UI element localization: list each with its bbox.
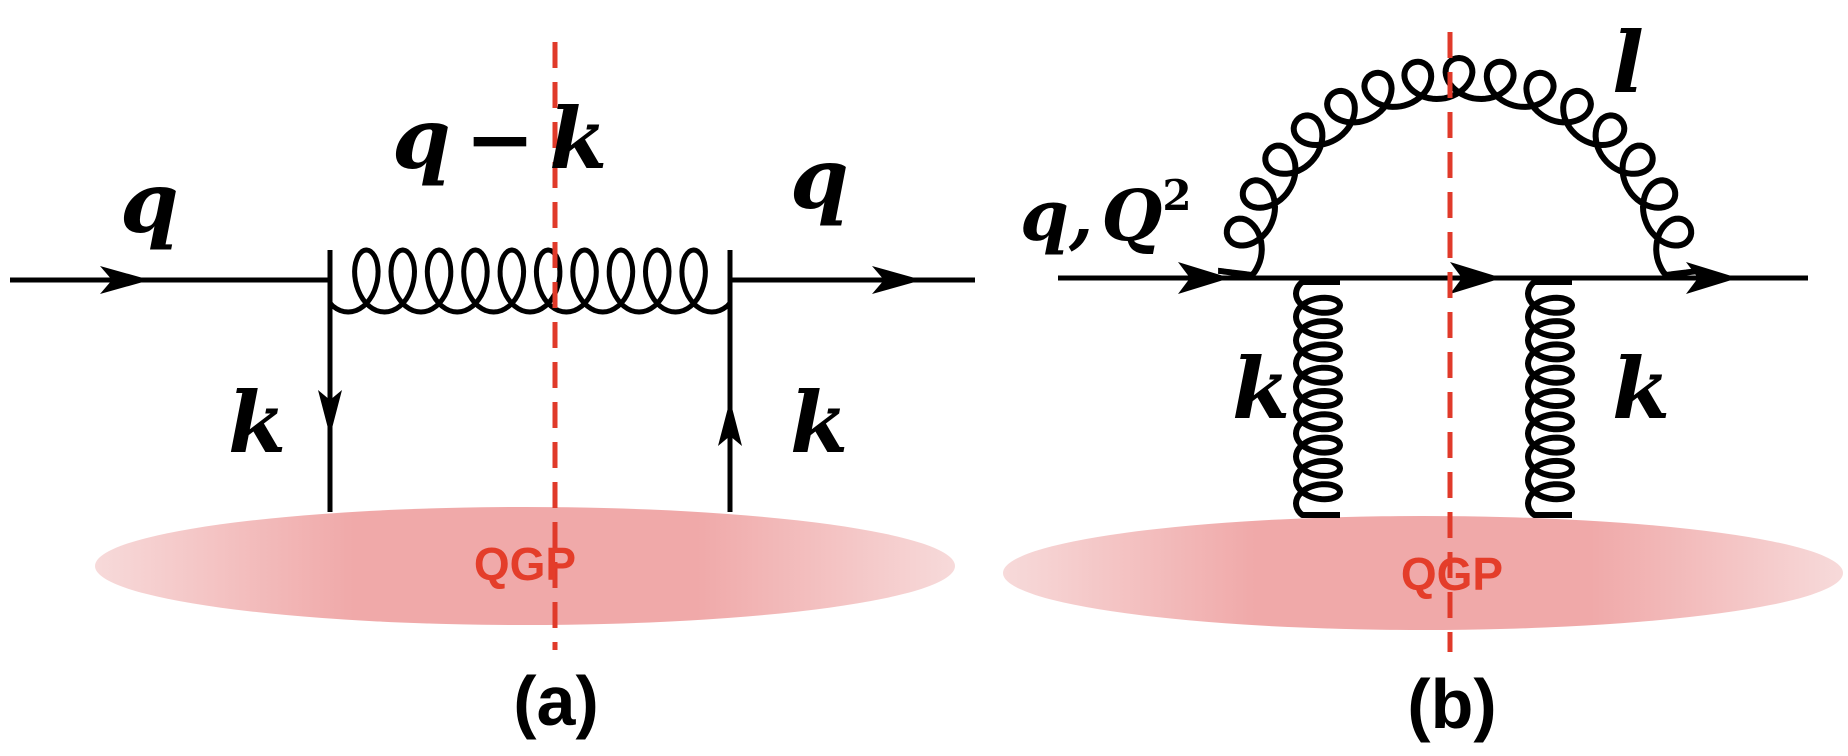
panel-b: q,Q2 l k k QGP (b) xyxy=(1003,13,1843,743)
panel-a: q q−k q k k QGP (a) xyxy=(10,42,975,740)
right-exchange-gluon-b xyxy=(1525,279,1575,518)
left-exchange-label-a: k xyxy=(228,373,286,472)
incoming-label-a: q xyxy=(120,153,179,252)
qgp-blob-a xyxy=(95,507,955,625)
outgoing-label-a: q xyxy=(790,129,849,228)
left-exchange-arrow-a xyxy=(318,390,342,436)
incoming-arrow-b xyxy=(1178,262,1230,294)
gluon-label-a: q−k xyxy=(392,89,607,188)
incoming-label-b-exp: 2 xyxy=(1162,171,1191,220)
middle-arrow-b xyxy=(1450,262,1502,294)
caption-b: (b) xyxy=(1407,665,1496,743)
left-exchange-label-b: k xyxy=(1232,339,1290,438)
qgp-blob-b xyxy=(1003,516,1843,630)
incoming-arrow-a xyxy=(100,266,150,294)
gluon-label-a-q: q xyxy=(392,89,451,188)
gluon-line-a xyxy=(327,247,733,315)
incoming-label-b-q: q, xyxy=(1020,174,1093,257)
caption-a: (a) xyxy=(513,662,599,740)
emitted-gluon-b xyxy=(1215,55,1703,278)
gluon-label-a-k: k xyxy=(549,89,607,188)
gluon-label-a-op: − xyxy=(465,89,535,188)
qgp-label-a: QGP xyxy=(474,538,576,590)
outgoing-arrow-a xyxy=(872,266,922,294)
incoming-label-b-Q: Q xyxy=(1101,174,1162,257)
right-exchange-label-a: k xyxy=(790,373,848,472)
right-exchange-label-b: k xyxy=(1612,339,1670,438)
emitted-gluon-label-b: l xyxy=(1612,13,1644,112)
right-exchange-arrow-a xyxy=(718,400,742,446)
incoming-label-b: q,Q2 xyxy=(1020,171,1192,257)
left-exchange-gluon-b xyxy=(1293,279,1343,518)
qgp-label-b: QGP xyxy=(1401,548,1503,600)
